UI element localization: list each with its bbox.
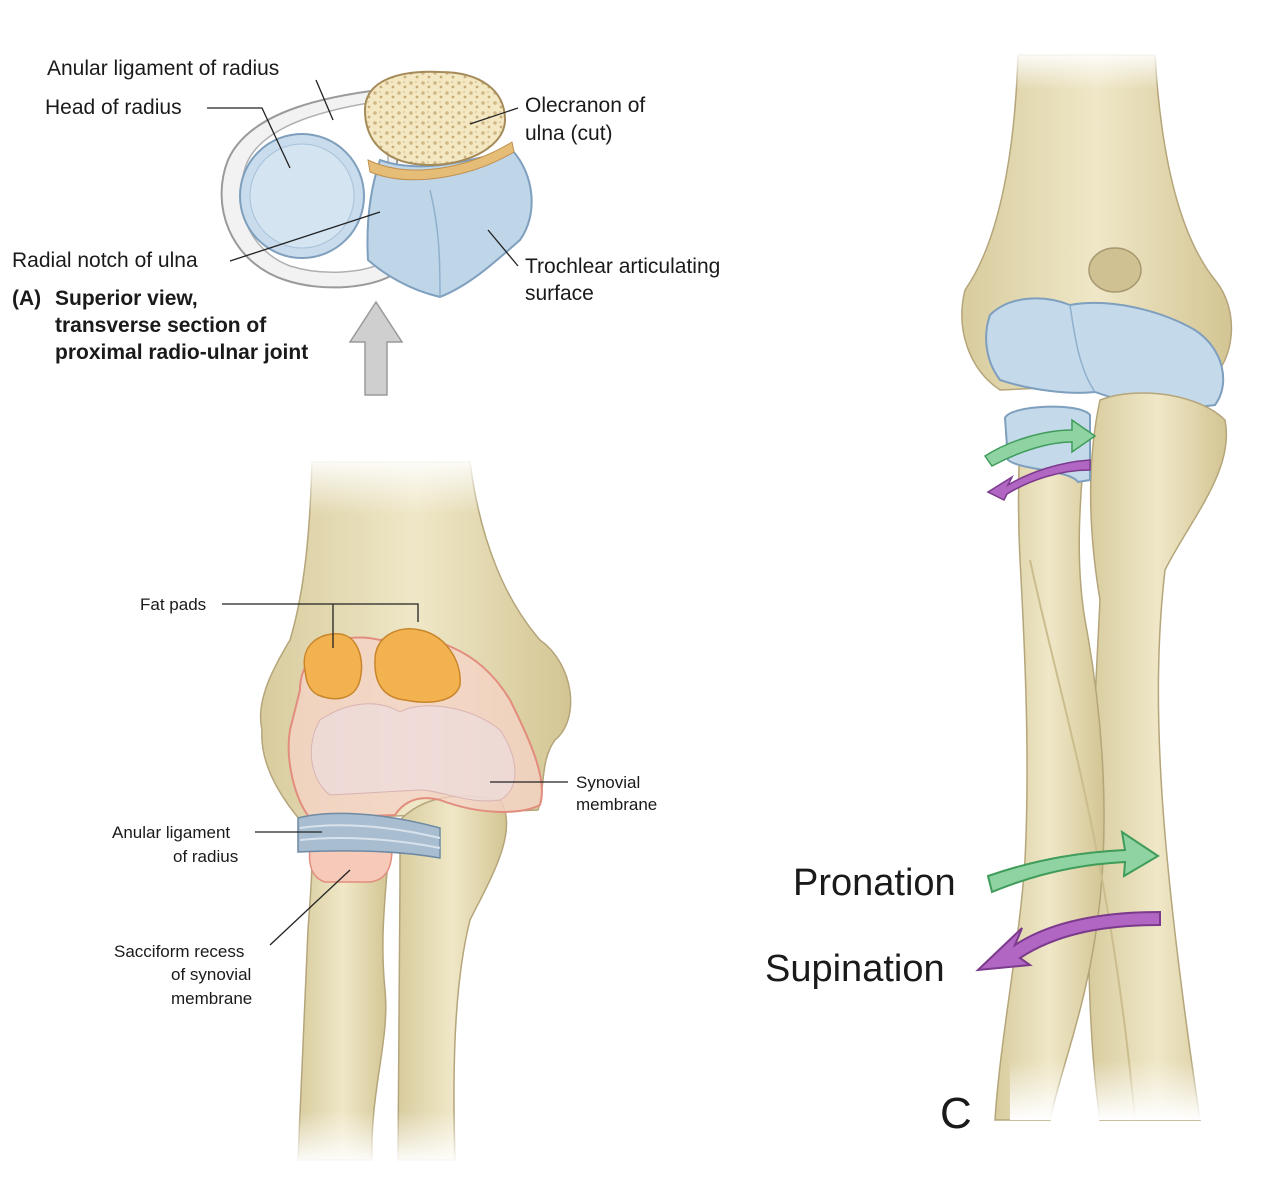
label-radial-notch-of-ulna: Radial notch of ulna bbox=[12, 249, 198, 272]
panel-letter-c: C bbox=[940, 1089, 972, 1138]
pronation-arrow-small bbox=[983, 418, 1097, 467]
radius-bone-c bbox=[994, 439, 1105, 1121]
label-anular-b-line1: Anular ligament bbox=[112, 823, 230, 842]
caption-line1: Superior view, bbox=[55, 287, 198, 310]
panel-a-superior-view: Anular ligament of radius Head of radius… bbox=[12, 57, 720, 396]
label-pronation: Pronation bbox=[793, 862, 956, 904]
caption-line2: transverse section of bbox=[55, 314, 267, 337]
supination-arrow-large bbox=[975, 910, 1161, 972]
caption-line3: proximal radio-ulnar joint bbox=[55, 341, 308, 364]
label-olecranon-line1: Olecranon of bbox=[525, 94, 645, 117]
panel-c-pronation-supination: Pronation Supination C bbox=[765, 50, 1233, 1138]
humerus-articular-cartilage-c bbox=[985, 297, 1225, 408]
label-fat-pads: Fat pads bbox=[140, 595, 206, 614]
label-sacciform-line3: membrane bbox=[171, 989, 252, 1008]
sacciform-recess bbox=[308, 847, 393, 883]
fat-pad-right bbox=[374, 628, 461, 703]
supination-arrow-small bbox=[986, 459, 1091, 502]
view-direction-arrow bbox=[348, 300, 404, 396]
label-trochlear-line1: Trochlear articulating bbox=[525, 255, 720, 278]
fat-pad-left bbox=[303, 633, 363, 700]
pronation-arrow-large bbox=[986, 829, 1160, 894]
label-anular-b-line2: of radius bbox=[173, 847, 238, 866]
label-synovial-line1: Synovial bbox=[576, 773, 640, 792]
olecranon-cut-surface bbox=[363, 70, 507, 167]
caption-letter-a: (A) bbox=[12, 287, 41, 310]
label-sacciform-line2: of synovial bbox=[171, 965, 251, 984]
label-trochlear-line2: surface bbox=[525, 282, 594, 305]
label-head-of-radius: Head of radius bbox=[45, 96, 182, 119]
label-synovial-line2: membrane bbox=[576, 795, 657, 814]
label-sacciform-line1: Sacciform recess bbox=[114, 942, 244, 961]
label-anular-ligament-of-radius: Anular ligament of radius bbox=[47, 57, 279, 80]
label-supination: Supination bbox=[765, 948, 945, 990]
label-olecranon-line2: ulna (cut) bbox=[525, 122, 613, 145]
ulna-bone-c bbox=[1087, 392, 1228, 1121]
panel-b-elbow-anterior: Fat pads Synovial membrane Anular ligame… bbox=[112, 455, 657, 1165]
